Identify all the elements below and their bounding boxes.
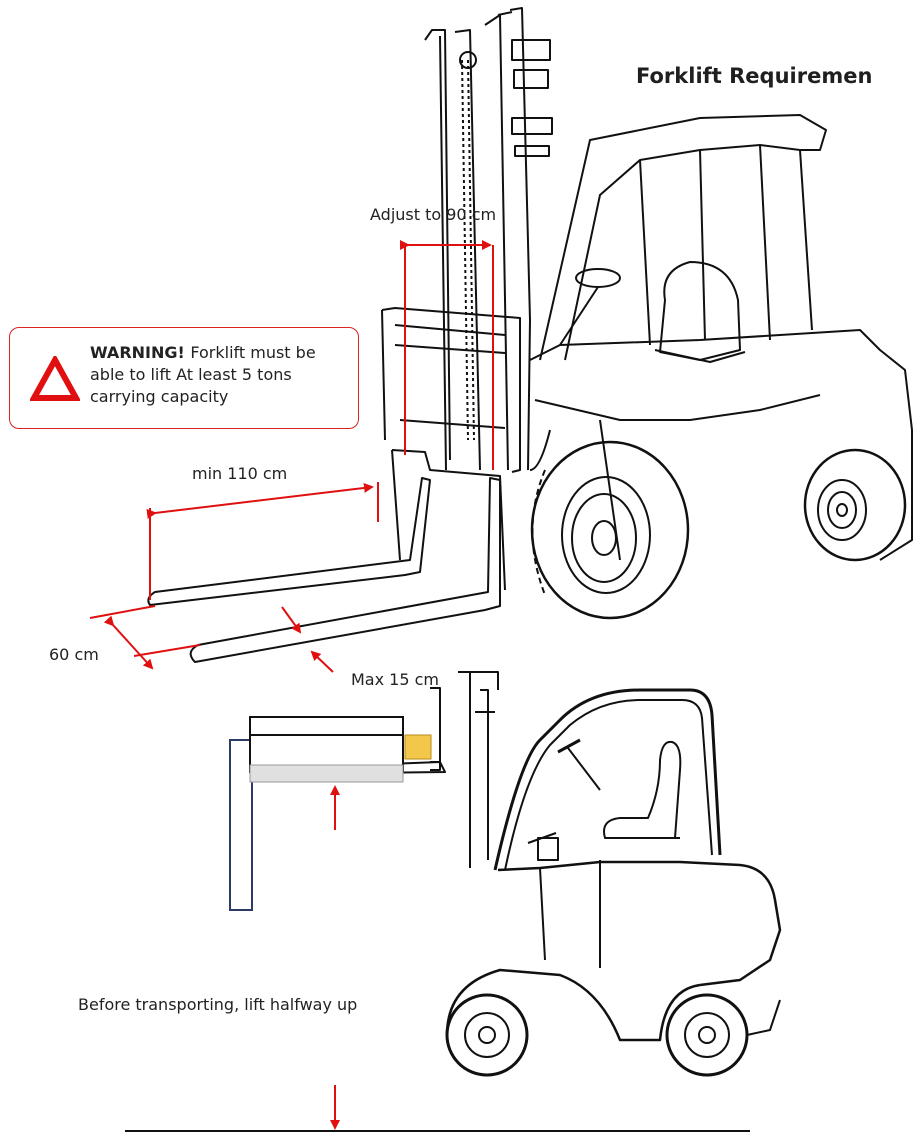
dimension-lines (89, 240, 494, 673)
warning-heading: WARNING! (90, 343, 191, 362)
warning-triangle-icon (30, 356, 80, 401)
forklift-side-illustration (282, 671, 782, 1077)
forklift-top-illustration (147, 7, 913, 663)
page-title: Forklift Requiremen (636, 64, 873, 88)
fork-spread-label: Adjust to 90 cm (370, 205, 497, 224)
cabinet-load (229, 716, 432, 911)
fork-length-label: min 110 cm (192, 464, 288, 483)
transport-note: Before transporting, lift halfway up (78, 995, 358, 1014)
fork-width-label: 60 cm (49, 645, 99, 664)
fork-thickness-label: Max 15 cm (351, 670, 439, 689)
warning-callout: WARNING! Forklift must be able to lift A… (9, 327, 359, 429)
warning-message: Forklift must be able to lift At least 5… (90, 343, 316, 406)
